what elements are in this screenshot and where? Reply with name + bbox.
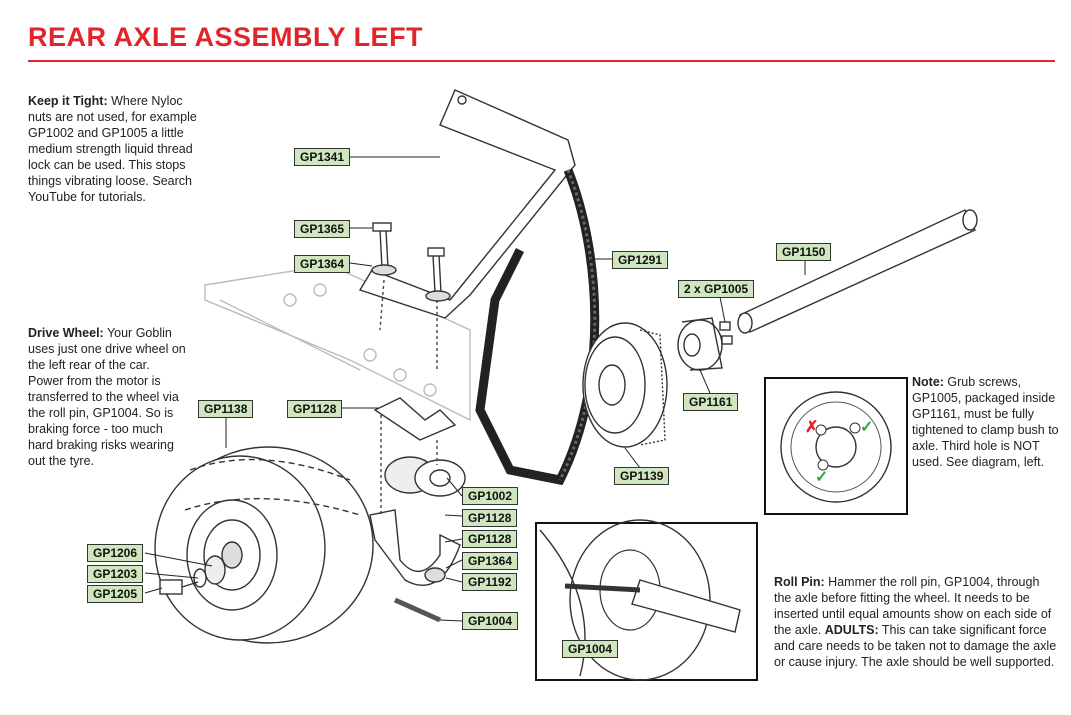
note-roll-pin-heading2: ADULTS: [824, 623, 879, 637]
label-gp1364-top: GP1364 [294, 255, 351, 273]
label-gp1205: GP1205 [87, 585, 144, 603]
nut-gp1192 [424, 567, 446, 583]
label-gp1128-top: GP1128 [287, 400, 343, 418]
note-keep-tight-heading: Keep it Tight: [28, 94, 108, 108]
drive-belt [475, 168, 600, 486]
note-grub-screws: Note: Grub screws, GP1005, packaged insi… [912, 374, 1062, 470]
note-drive-wheel-body: Your Goblin uses just one drive wheel on… [28, 326, 186, 468]
label-gp1291: GP1291 [612, 251, 669, 269]
cross-icon: ✗ [805, 419, 818, 436]
note-drive-wheel: Drive Wheel: Your Goblin uses just one d… [28, 325, 188, 469]
label-gp1192: GP1192 [462, 573, 518, 591]
label-gp1138: GP1138 [198, 400, 254, 418]
label-gp1004-inset: GP1004 [562, 640, 619, 658]
bolt-gp1364 [425, 247, 451, 302]
bolt-gp1365 [371, 222, 397, 276]
note-keep-tight: Keep it Tight: Where Nyloc nuts are not … [28, 93, 200, 205]
label-gp1365: GP1365 [294, 220, 351, 238]
note-roll-pin: Roll Pin: Hammer the roll pin, GP1004, t… [774, 574, 1059, 670]
label-gp1364-low: GP1364 [462, 552, 519, 570]
roll-pin-gp1004 [393, 597, 442, 623]
grub-screws-gp1005 [719, 321, 733, 345]
bearing-clamp-lower [369, 509, 461, 586]
check-icon: ✓ [860, 419, 873, 436]
chassis-frame [204, 264, 471, 422]
label-gp1002: GP1002 [462, 487, 519, 505]
label-gp1004: GP1004 [462, 612, 519, 630]
note-drive-wheel-heading: Drive Wheel: [28, 326, 104, 340]
label-gp1128-mid: GP1128 [462, 509, 518, 527]
title-rule [28, 60, 1055, 62]
bracket-plate [358, 89, 576, 319]
note-roll-pin-body2: This can take significant force and care… [774, 623, 1057, 669]
inset-grub-diagram: ✗ ✓ ✓ [764, 377, 908, 515]
wheel-gp1138 [154, 446, 374, 644]
check-icon: ✓ [815, 469, 828, 486]
taper-bush-gp1161 [677, 317, 723, 371]
pulley-gp1139 [582, 322, 668, 448]
washer-nut-stack [159, 555, 226, 595]
bearing-gp1002 [384, 456, 466, 497]
label-gp1203: GP1203 [87, 565, 144, 583]
page-title: REAR AXLE ASSEMBLY LEFT [28, 22, 424, 52]
label-gp1005: 2 x GP1005 [678, 280, 755, 298]
bearing-clamp-upper [373, 397, 457, 441]
note-roll-pin-heading: Roll Pin: [774, 575, 825, 589]
note-grub-body: Grub screws, GP1005, packaged inside GP1… [912, 375, 1059, 469]
axle-gp1150 [737, 209, 978, 334]
note-keep-tight-body: Where Nyloc nuts are not used, for examp… [28, 94, 197, 204]
label-gp1139: GP1139 [614, 467, 670, 485]
label-gp1128-low: GP1128 [462, 530, 518, 548]
label-gp1206: GP1206 [87, 544, 144, 562]
label-gp1341: GP1341 [294, 148, 351, 166]
label-gp1150: GP1150 [776, 243, 832, 261]
note-roll-pin-body1: Hammer the roll pin, GP1004, through the… [774, 575, 1052, 637]
label-gp1161: GP1161 [683, 393, 739, 411]
note-grub-heading: Note: [912, 375, 944, 389]
